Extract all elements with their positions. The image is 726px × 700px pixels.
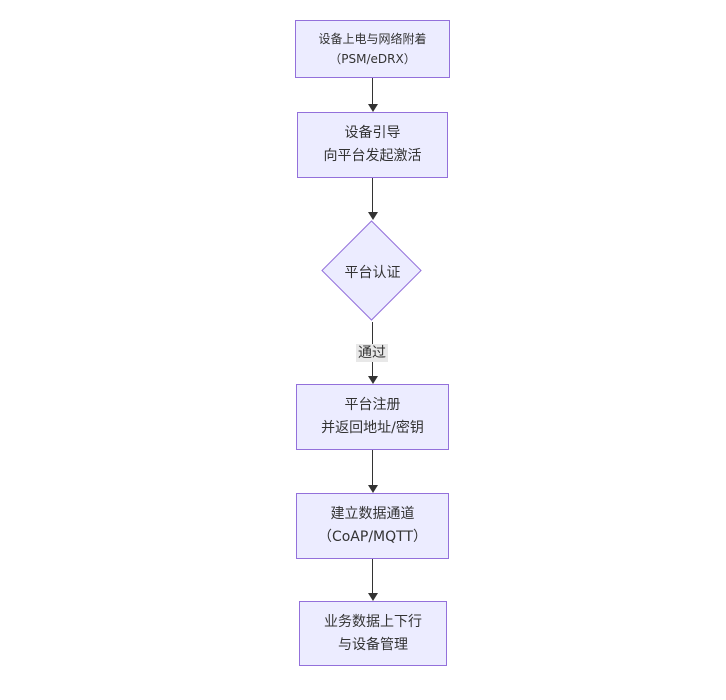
node-text-line: 业务数据上下行: [324, 613, 422, 630]
flow-node-auth-decision: 平台认证: [321, 220, 424, 323]
flow-node-power-attach: 设备上电与网络附着 （PSM/eDRX）: [295, 20, 450, 78]
arrowhead-down-icon: [368, 485, 378, 493]
edge-line-2: [372, 178, 373, 213]
node-text-line: 设备引导: [344, 125, 401, 141]
flow-node-channel: 建立数据通道 （CoAP/MQTT）: [296, 493, 449, 559]
node-text-line: 与设备管理: [338, 636, 408, 653]
node-text-line: （CoAP/MQTT）: [317, 529, 428, 545]
edge-label-pass: 通过: [356, 344, 388, 362]
edge-line-5: [372, 559, 373, 594]
node-text-line: 平台注册: [344, 397, 401, 413]
node-text-line: 并返回地址/密钥: [321, 420, 424, 436]
flow-node-business: 业务数据上下行 与设备管理: [299, 601, 447, 666]
edge-line-1: [372, 78, 373, 105]
node-text-line: （PSM/eDRX）: [329, 52, 416, 66]
node-text-line: 建立数据通道: [330, 506, 415, 522]
edge-line-4: [372, 450, 373, 486]
arrowhead-down-icon: [368, 593, 378, 601]
flow-node-register: 平台注册 并返回地址/密钥: [296, 384, 449, 450]
node-text-line: 设备上电与网络附着: [318, 32, 427, 46]
arrowhead-down-icon: [368, 104, 378, 112]
arrowhead-down-icon: [368, 212, 378, 220]
node-text-line: 向平台发起激活: [323, 148, 422, 164]
arrowhead-down-icon: [368, 376, 378, 384]
node-text-line: 平台认证: [344, 264, 401, 281]
flow-node-bootstrap: 设备引导 向平台发起激活: [297, 112, 448, 178]
